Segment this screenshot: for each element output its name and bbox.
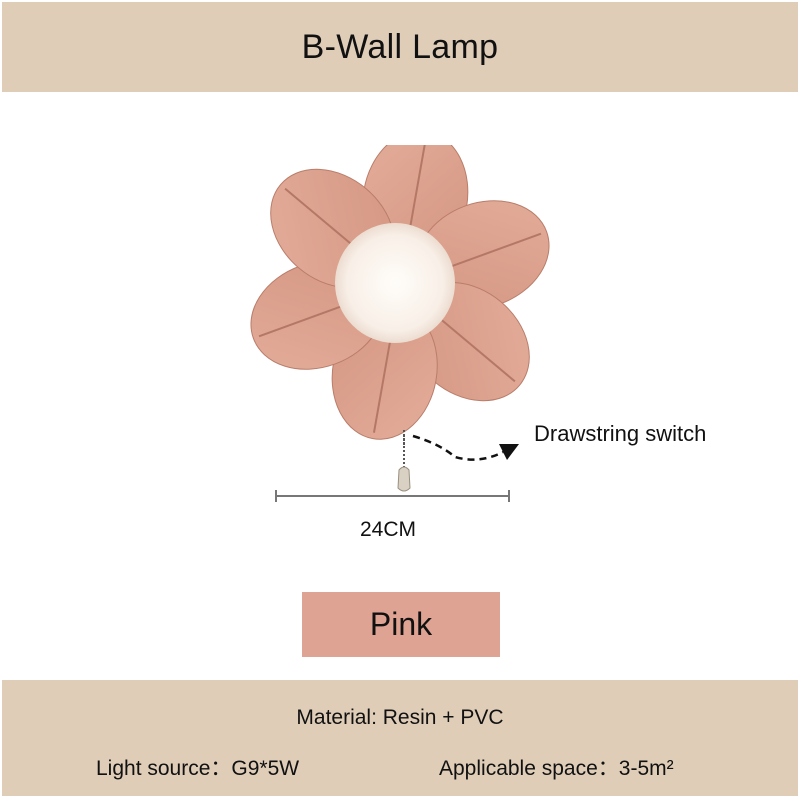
- color-option-label: Pink: [369, 606, 433, 642]
- color-option-pink[interactable]: Pink: [302, 592, 500, 657]
- light-source-value: G9*5W: [231, 757, 300, 780]
- spec-applicable-space: Applicable space：3-5m²: [439, 752, 674, 782]
- arrow-head-icon: [499, 444, 519, 460]
- dimension-label: 24CM: [360, 518, 417, 541]
- title-banner: B-Wall Lamp: [2, 2, 798, 92]
- spec-material: Material: Resin + PVC: [296, 706, 504, 729]
- product-title: B-Wall Lamp: [301, 27, 499, 66]
- drawstring-callout: Drawstring switch: [534, 421, 707, 446]
- dimension-line: [276, 495, 510, 497]
- pull-chain-and-arrow: [397, 430, 519, 492]
- space-label: Applicable space：: [439, 757, 619, 780]
- spec-light-source: Light source：G9*5W: [96, 752, 299, 782]
- specs-banner: Material: Resin + PVC Light source：G9*5W…: [2, 680, 798, 796]
- flower-lamp-image: [250, 145, 550, 445]
- globe-bulb: [335, 223, 455, 343]
- light-source-label: Light source：: [96, 757, 232, 780]
- dimension-cap-right: [508, 490, 510, 502]
- dimension-cap-left: [275, 490, 277, 502]
- space-value: 3-5m²: [618, 757, 674, 780]
